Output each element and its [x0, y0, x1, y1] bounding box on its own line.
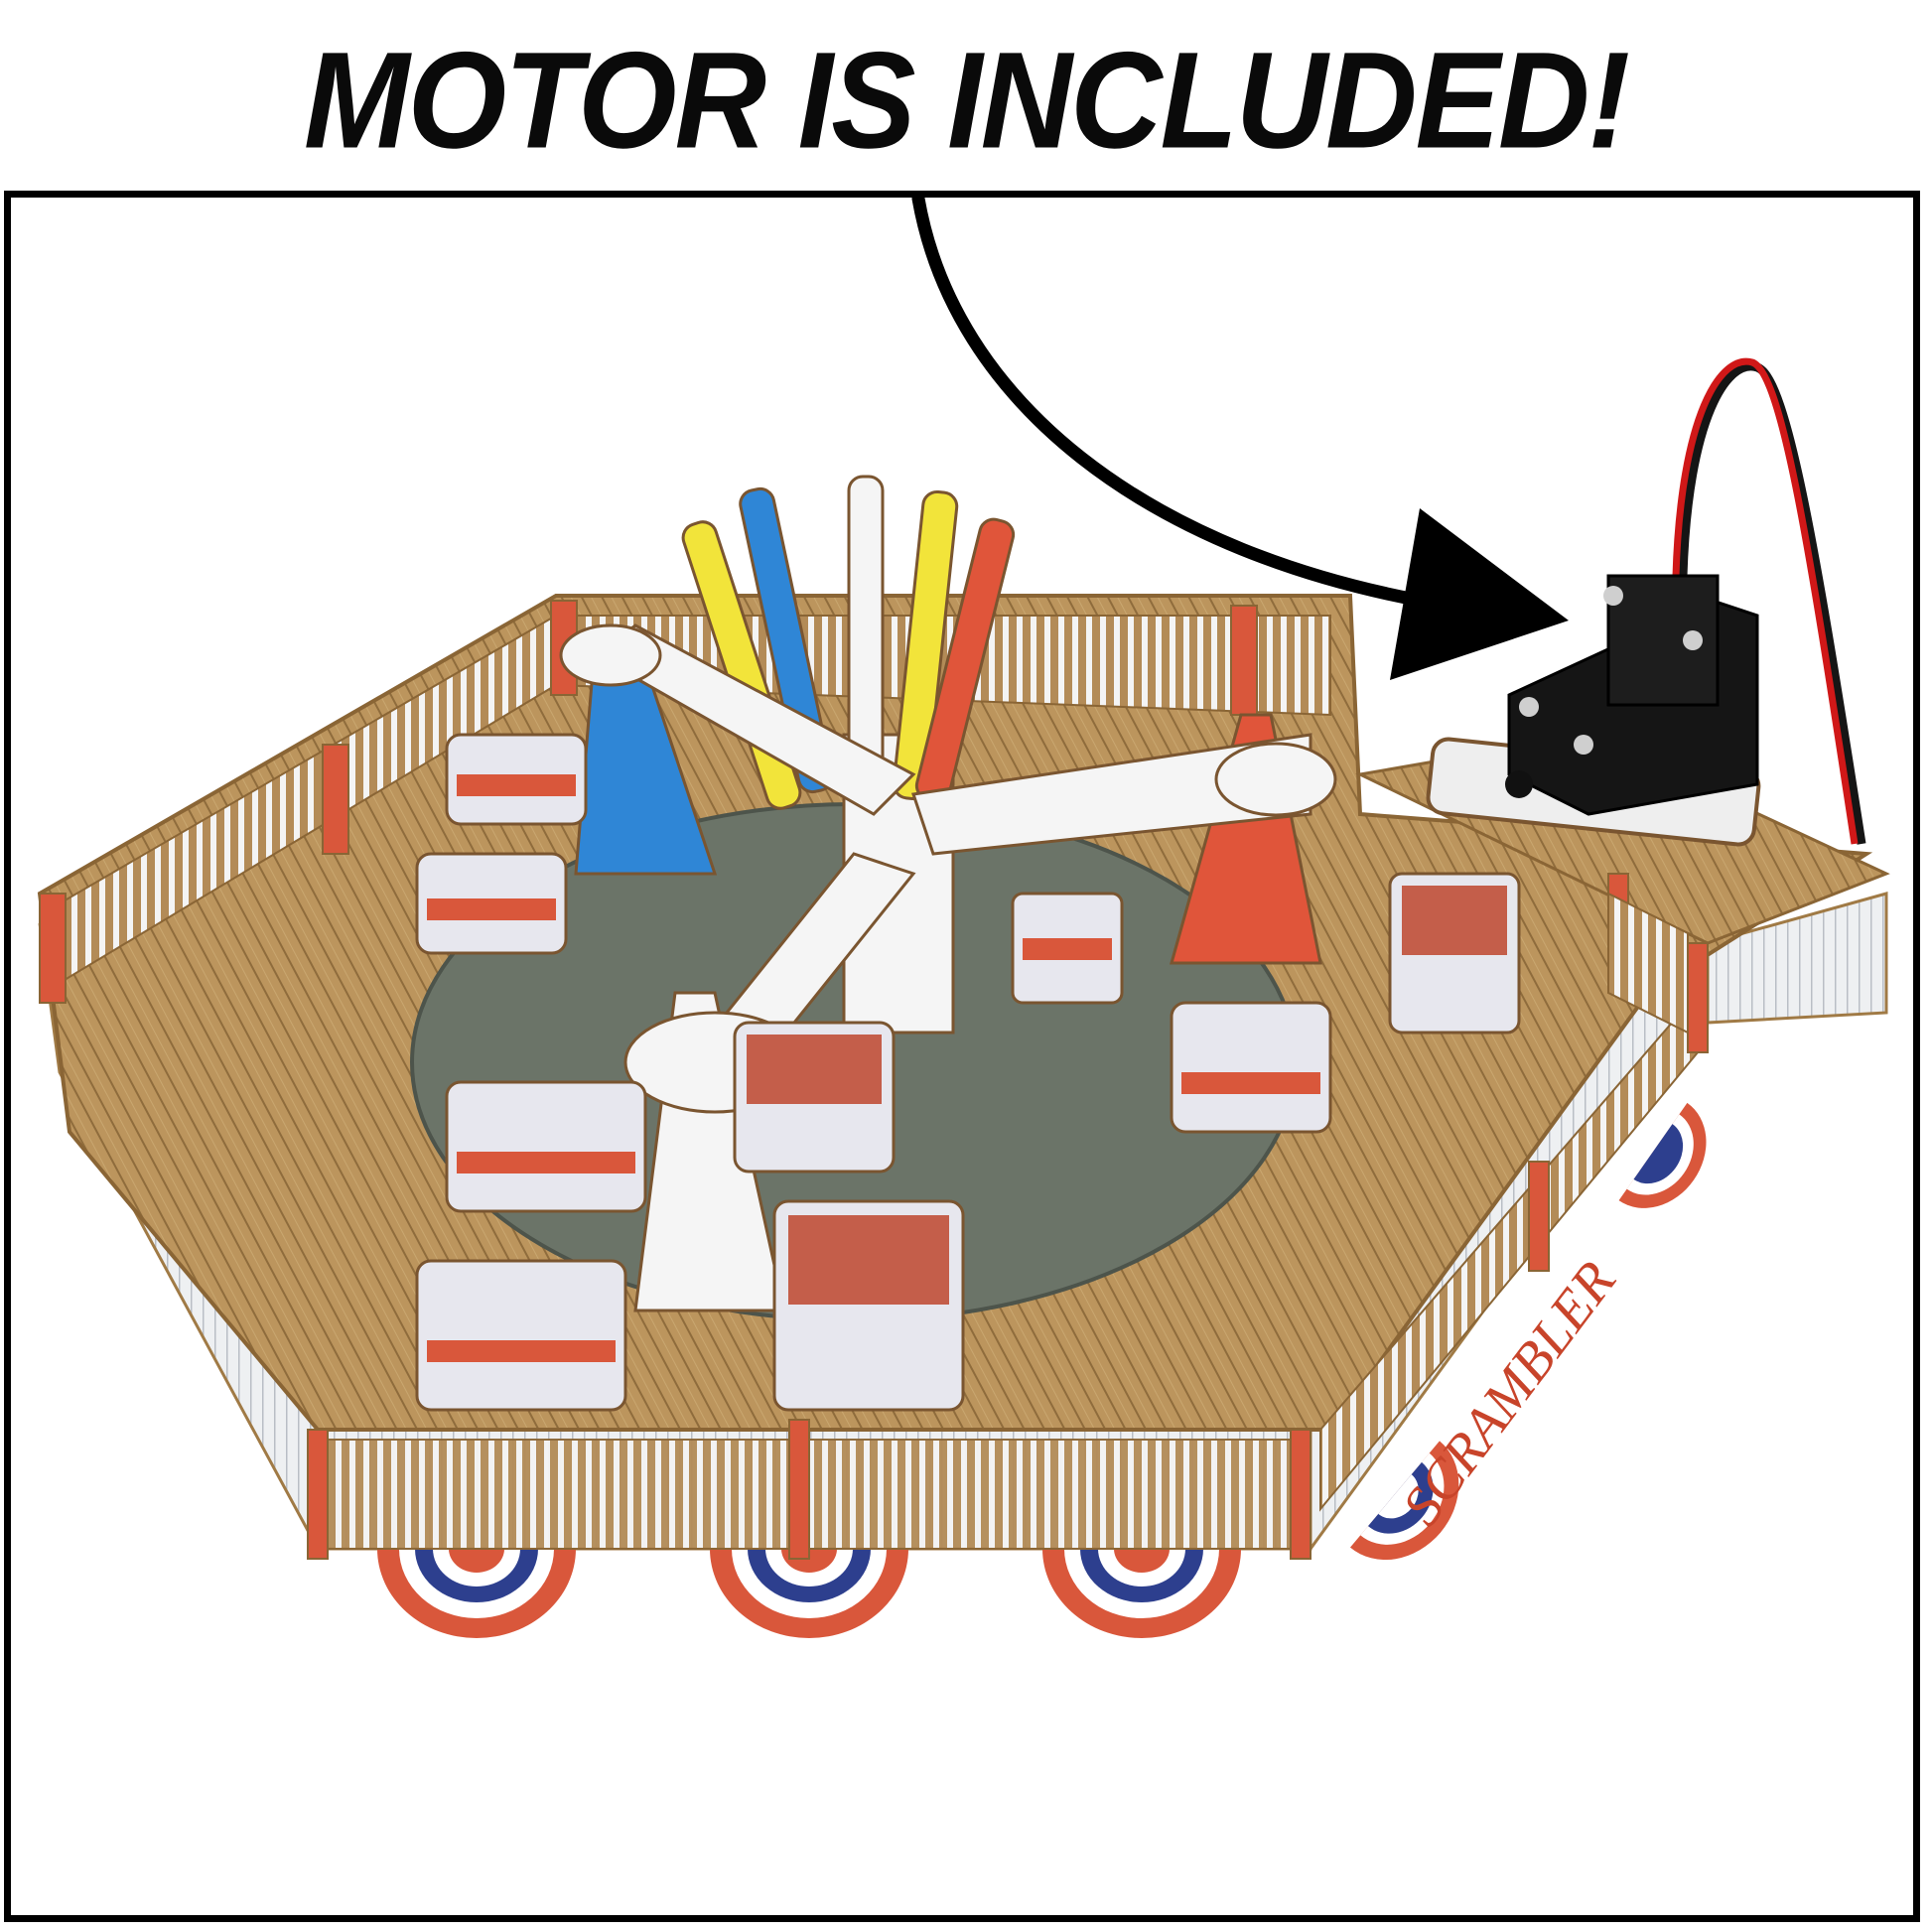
- motor-icon: [1426, 357, 1866, 847]
- front-fence: [307, 873, 1709, 1560]
- bunting-icon: [377, 1102, 1707, 1638]
- ride: [559, 475, 1337, 1312]
- curved-arrow-icon: [911, 192, 1569, 680]
- headline: MOTOR IS INCLUDED!: [303, 24, 1630, 178]
- ride-cars: [415, 733, 1521, 1412]
